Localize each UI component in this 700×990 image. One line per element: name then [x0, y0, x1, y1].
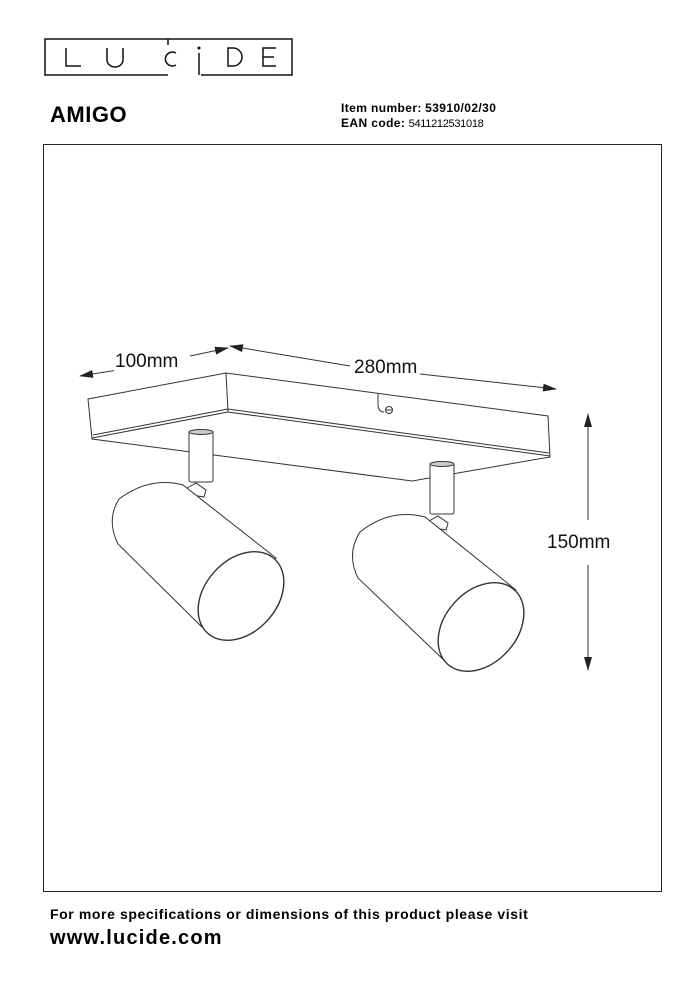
ean-label: EAN code: [341, 116, 401, 130]
drawing-frame: [43, 144, 662, 892]
ean-value: 5411212531018: [408, 118, 484, 130]
height-dimension-label: 150mm: [546, 532, 612, 553]
product-meta: Item number: 53910/02/30 EAN code: 54112…: [341, 101, 496, 132]
length-dimension-label: 280mm: [353, 357, 419, 378]
item-number-value: 53910/02/30: [425, 101, 497, 115]
ean-row: EAN code: 5411212531018: [341, 116, 484, 130]
footer-note: For more specifications or dimensions of…: [50, 906, 529, 922]
spotlight-right: [352, 461, 525, 672]
item-number-label: Item number:: [341, 101, 422, 115]
lucide-logo: [44, 38, 293, 76]
depth-dimension-label: 100mm: [114, 351, 180, 372]
ceiling-plate: [87, 372, 551, 482]
footer-url[interactable]: www.lucide.com: [50, 927, 223, 949]
item-number-row: Item number: 53910/02/30: [341, 101, 496, 116]
spotlight-left: [111, 429, 285, 641]
product-name: AMIGO: [50, 102, 128, 127]
